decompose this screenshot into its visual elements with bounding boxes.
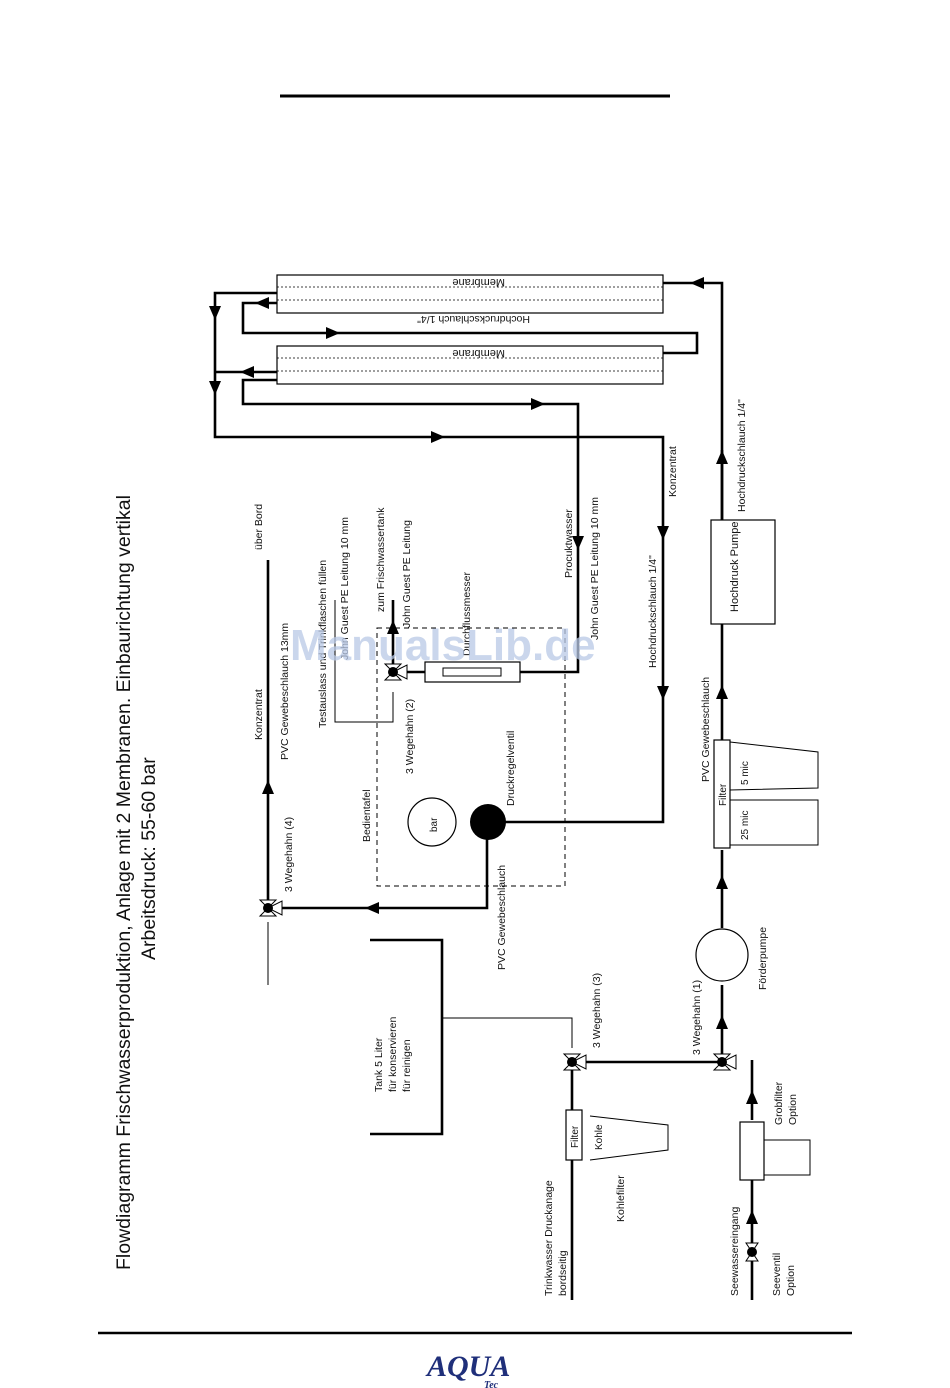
bar-gauge-label: bar bbox=[429, 817, 440, 832]
label-trinkwasser-line-1: Trinkwasser Druckanage bbox=[543, 1180, 555, 1296]
aqua-tec-logo: AQUA Tec bbox=[425, 1350, 510, 1388]
label-grobfilter-option: Option bbox=[787, 1094, 799, 1125]
foerderpumpe-icon bbox=[695, 928, 749, 982]
label-testauslass: Testauslass und Trinkflaschen füllen bbox=[317, 560, 329, 728]
logo-text: AQUA bbox=[425, 1350, 510, 1383]
label-druckregelventil: Druckregelventil bbox=[505, 731, 517, 806]
hochdruck-pumpe: Hochdruck Pumpe bbox=[710, 519, 776, 625]
label-pvc-13mm: PVC Gewebeschlauch 13mm bbox=[279, 623, 291, 760]
label-wegehahn-3: 3 Wegehahn (3) bbox=[591, 973, 603, 1048]
main-filter: Filter 5 mic 25 mic bbox=[713, 739, 751, 849]
hochdruck-pumpe-label: Hochdruck Pumpe bbox=[729, 522, 741, 613]
mic25-label: 25 mic bbox=[740, 811, 751, 840]
membrane-bottom-label: Membrane bbox=[452, 347, 505, 359]
title-line-1: Flowdiagramm Frischwasserproduktion, Anl… bbox=[113, 495, 135, 1270]
druckregelventil-icon bbox=[470, 804, 506, 840]
label-wegehahn-4: 3 Wegehahn (4) bbox=[283, 817, 295, 892]
grobfilter-icon bbox=[739, 1121, 765, 1181]
label-guest-pe-10: John Guest PE Leitung 10 mm bbox=[339, 517, 351, 660]
label-konzentrat-left: Konzentrat bbox=[253, 689, 265, 740]
thin-pipes bbox=[267, 600, 819, 1176]
membrane-top: Membrane bbox=[276, 274, 664, 314]
label-hochdruck-top: Hochdruckschlauch 1/4" bbox=[417, 313, 530, 325]
label-konzentrat-right: Konzentrat bbox=[667, 446, 679, 497]
pipes bbox=[213, 281, 754, 1300]
label-seewassereingang: Seewassereingang bbox=[729, 1207, 741, 1296]
title-block: Flowdiagramm Frischwasserproduktion, Anl… bbox=[113, 495, 160, 1270]
mic5-label: 5 mic bbox=[740, 761, 751, 785]
label-wegehahn-2: 3 Wegehahn (2) bbox=[404, 699, 416, 774]
label-bedientafel: Bedientafel bbox=[361, 789, 373, 842]
label-pvc-left: PVC Gewebeschlauch bbox=[496, 865, 508, 970]
label-frischwassertank: zum Frischwassertank bbox=[375, 507, 387, 612]
label-pvc-top: PVC Gewebeschlauch bbox=[700, 677, 712, 782]
title-line-2: Arbeitsdruck: 55-60 bar bbox=[138, 757, 160, 960]
label-produktwasser: Procuktwasser bbox=[563, 509, 575, 578]
label-wegehahn-1: 3 Wegehahn (1) bbox=[691, 980, 703, 1055]
three-way-valve-4-icon bbox=[258, 899, 283, 917]
membrane-bottom: Membrane bbox=[276, 345, 664, 385]
label-trinkwasser-line-2: bordseitig bbox=[557, 1250, 569, 1296]
label-hochdruck-mid: Hochdruckschlauch 1/4" bbox=[647, 555, 659, 668]
label-john-guest-mid: John Guest PE Leitung bbox=[401, 520, 413, 628]
label-tank-line-2: für konservieren bbox=[387, 1017, 399, 1092]
durchflussmesser-icon bbox=[424, 661, 521, 683]
flow-arrows bbox=[209, 277, 758, 1224]
kohle-label: Kohle bbox=[594, 1124, 605, 1150]
logo-subtext: Tec bbox=[484, 1380, 499, 1388]
three-way-valve-3-icon bbox=[562, 1053, 587, 1071]
kohle-filter: Filter Kohle bbox=[565, 1109, 605, 1161]
label-foerderpumpe: Förderpumpe bbox=[757, 927, 769, 990]
seeventil-icon bbox=[745, 1242, 759, 1262]
label-seeventil-option: Option bbox=[785, 1265, 797, 1296]
label-john-guest-right: John Guest PE Leitung 10 mm bbox=[589, 497, 601, 640]
label-tank-line-1: Tank 5 Liter bbox=[373, 1037, 385, 1092]
three-way-valve-1-icon bbox=[712, 1053, 737, 1071]
label-hochdruck-right: Hochdruckschlauch 1/4" bbox=[736, 399, 748, 512]
label-grobfilter: Grobfilter bbox=[773, 1081, 785, 1125]
filter-kohle-label: Filter bbox=[570, 1125, 581, 1148]
bar-gauge-icon bbox=[407, 797, 457, 847]
label-tank-line-3: für reinigen bbox=[401, 1039, 413, 1092]
watermark: ManualsLib.de bbox=[290, 621, 596, 670]
label-ueber-bord: über Bord bbox=[253, 504, 265, 550]
label-durchflussmesser: Durchflussmesser bbox=[461, 571, 473, 656]
tank-outline bbox=[370, 938, 444, 1136]
label-kohlefilter: Kohlefilter bbox=[615, 1175, 627, 1222]
label-seeventil: Seeventil bbox=[771, 1253, 783, 1296]
membrane-top-label: Membrane bbox=[452, 276, 505, 288]
main-filter-label: Filter bbox=[718, 783, 729, 806]
three-way-valve-2-icon bbox=[383, 663, 408, 681]
